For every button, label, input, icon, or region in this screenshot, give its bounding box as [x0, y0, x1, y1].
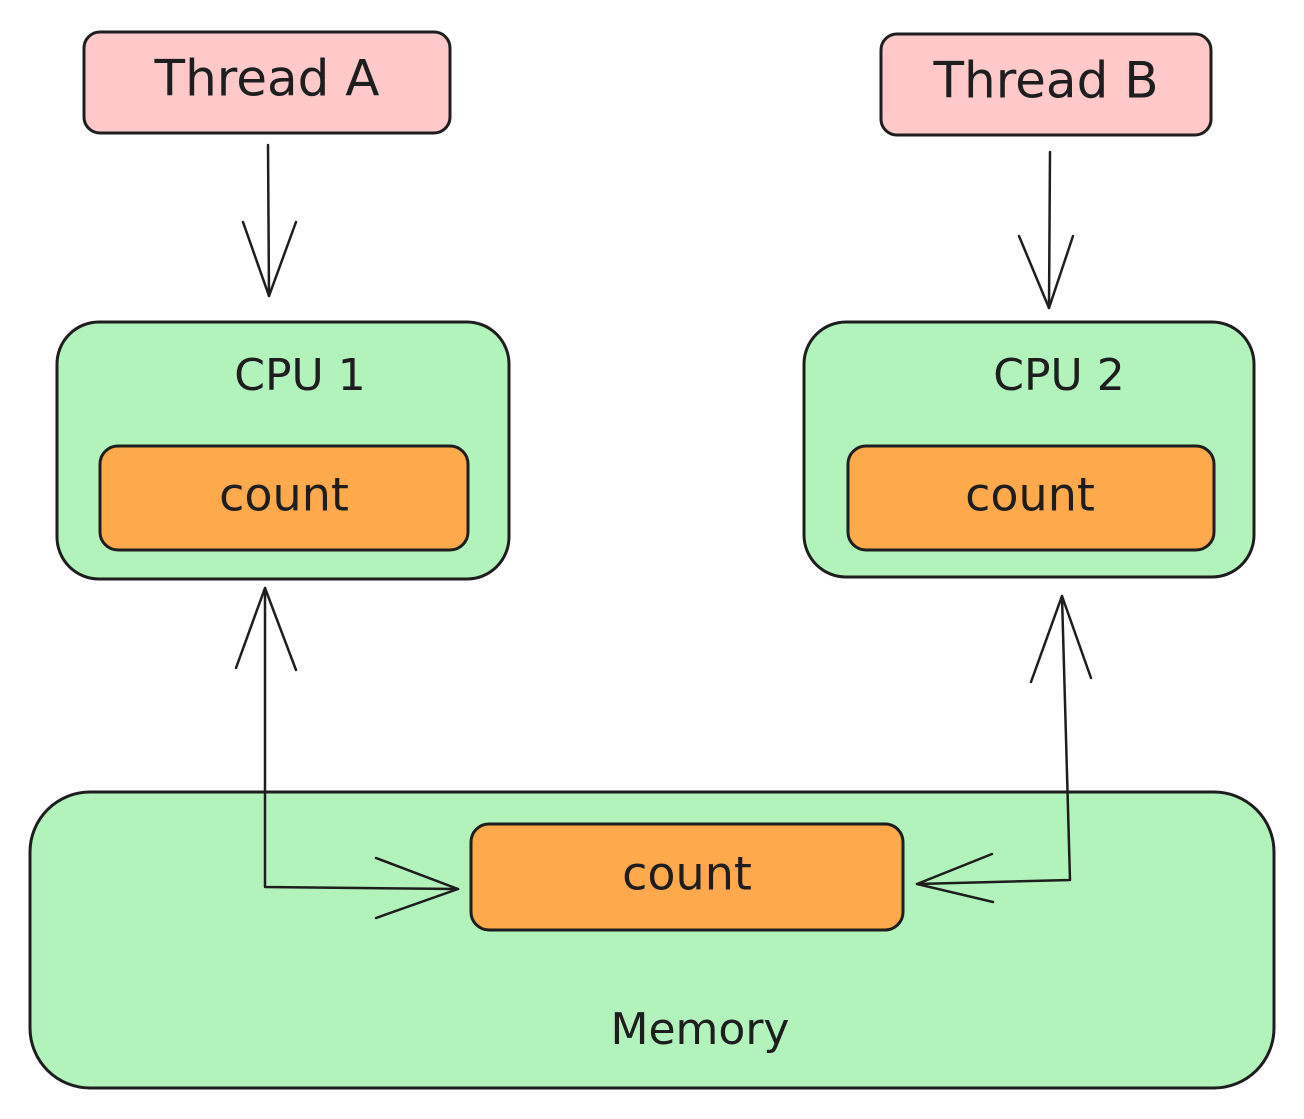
cpu-2-label: CPU 2	[993, 350, 1124, 401]
arrow-cpu-2-up-head	[1029, 594, 1093, 684]
cpu-2-cache-label: count	[965, 468, 1095, 522]
thread-b-box	[879, 32, 1213, 137]
arrow-thread-a-shaft	[266, 143, 271, 298]
arrow-cpu-1-up-head	[234, 586, 298, 672]
thread-a-box	[82, 30, 452, 135]
thread-a-label: Thread A	[154, 50, 380, 108]
cpu-1-cache-box	[98, 444, 470, 552]
arrow-cpu-2-memory	[915, 594, 1093, 904]
thread-b-node: Thread B	[879, 32, 1213, 137]
memory-count-label: count	[622, 847, 752, 901]
arrow-thread-b-shaft	[1047, 150, 1052, 310]
arrow-thread-a-head	[241, 220, 298, 298]
arrow-cpu-1-memory	[234, 586, 460, 920]
cpu-2-cache-box	[846, 444, 1216, 552]
arrow-thread-a-to-cpu-1	[241, 143, 298, 298]
cpu-2-node: CPU 2 count	[802, 320, 1256, 579]
arrow-memory-right-head	[374, 856, 460, 920]
arrow-thread-b-head	[1017, 234, 1075, 310]
memory-node: count Memory	[28, 790, 1276, 1090]
memory-label: Memory	[611, 1004, 790, 1055]
cpu-1-node: CPU 1 count	[55, 320, 511, 581]
arrow-thread-b-to-cpu-2	[1017, 150, 1075, 310]
thread-a-node: Thread A	[82, 30, 452, 135]
cpu-1-label: CPU 1	[234, 350, 365, 401]
thread-b-label: Thread B	[932, 52, 1158, 110]
arrow-cpu-1-memory-path	[263, 586, 460, 891]
arrow-memory-left-head	[915, 852, 995, 904]
memory-count-box	[469, 822, 905, 932]
cpu-1-cache-label: count	[219, 468, 349, 522]
arrow-cpu-2-memory-path	[915, 594, 1072, 886]
